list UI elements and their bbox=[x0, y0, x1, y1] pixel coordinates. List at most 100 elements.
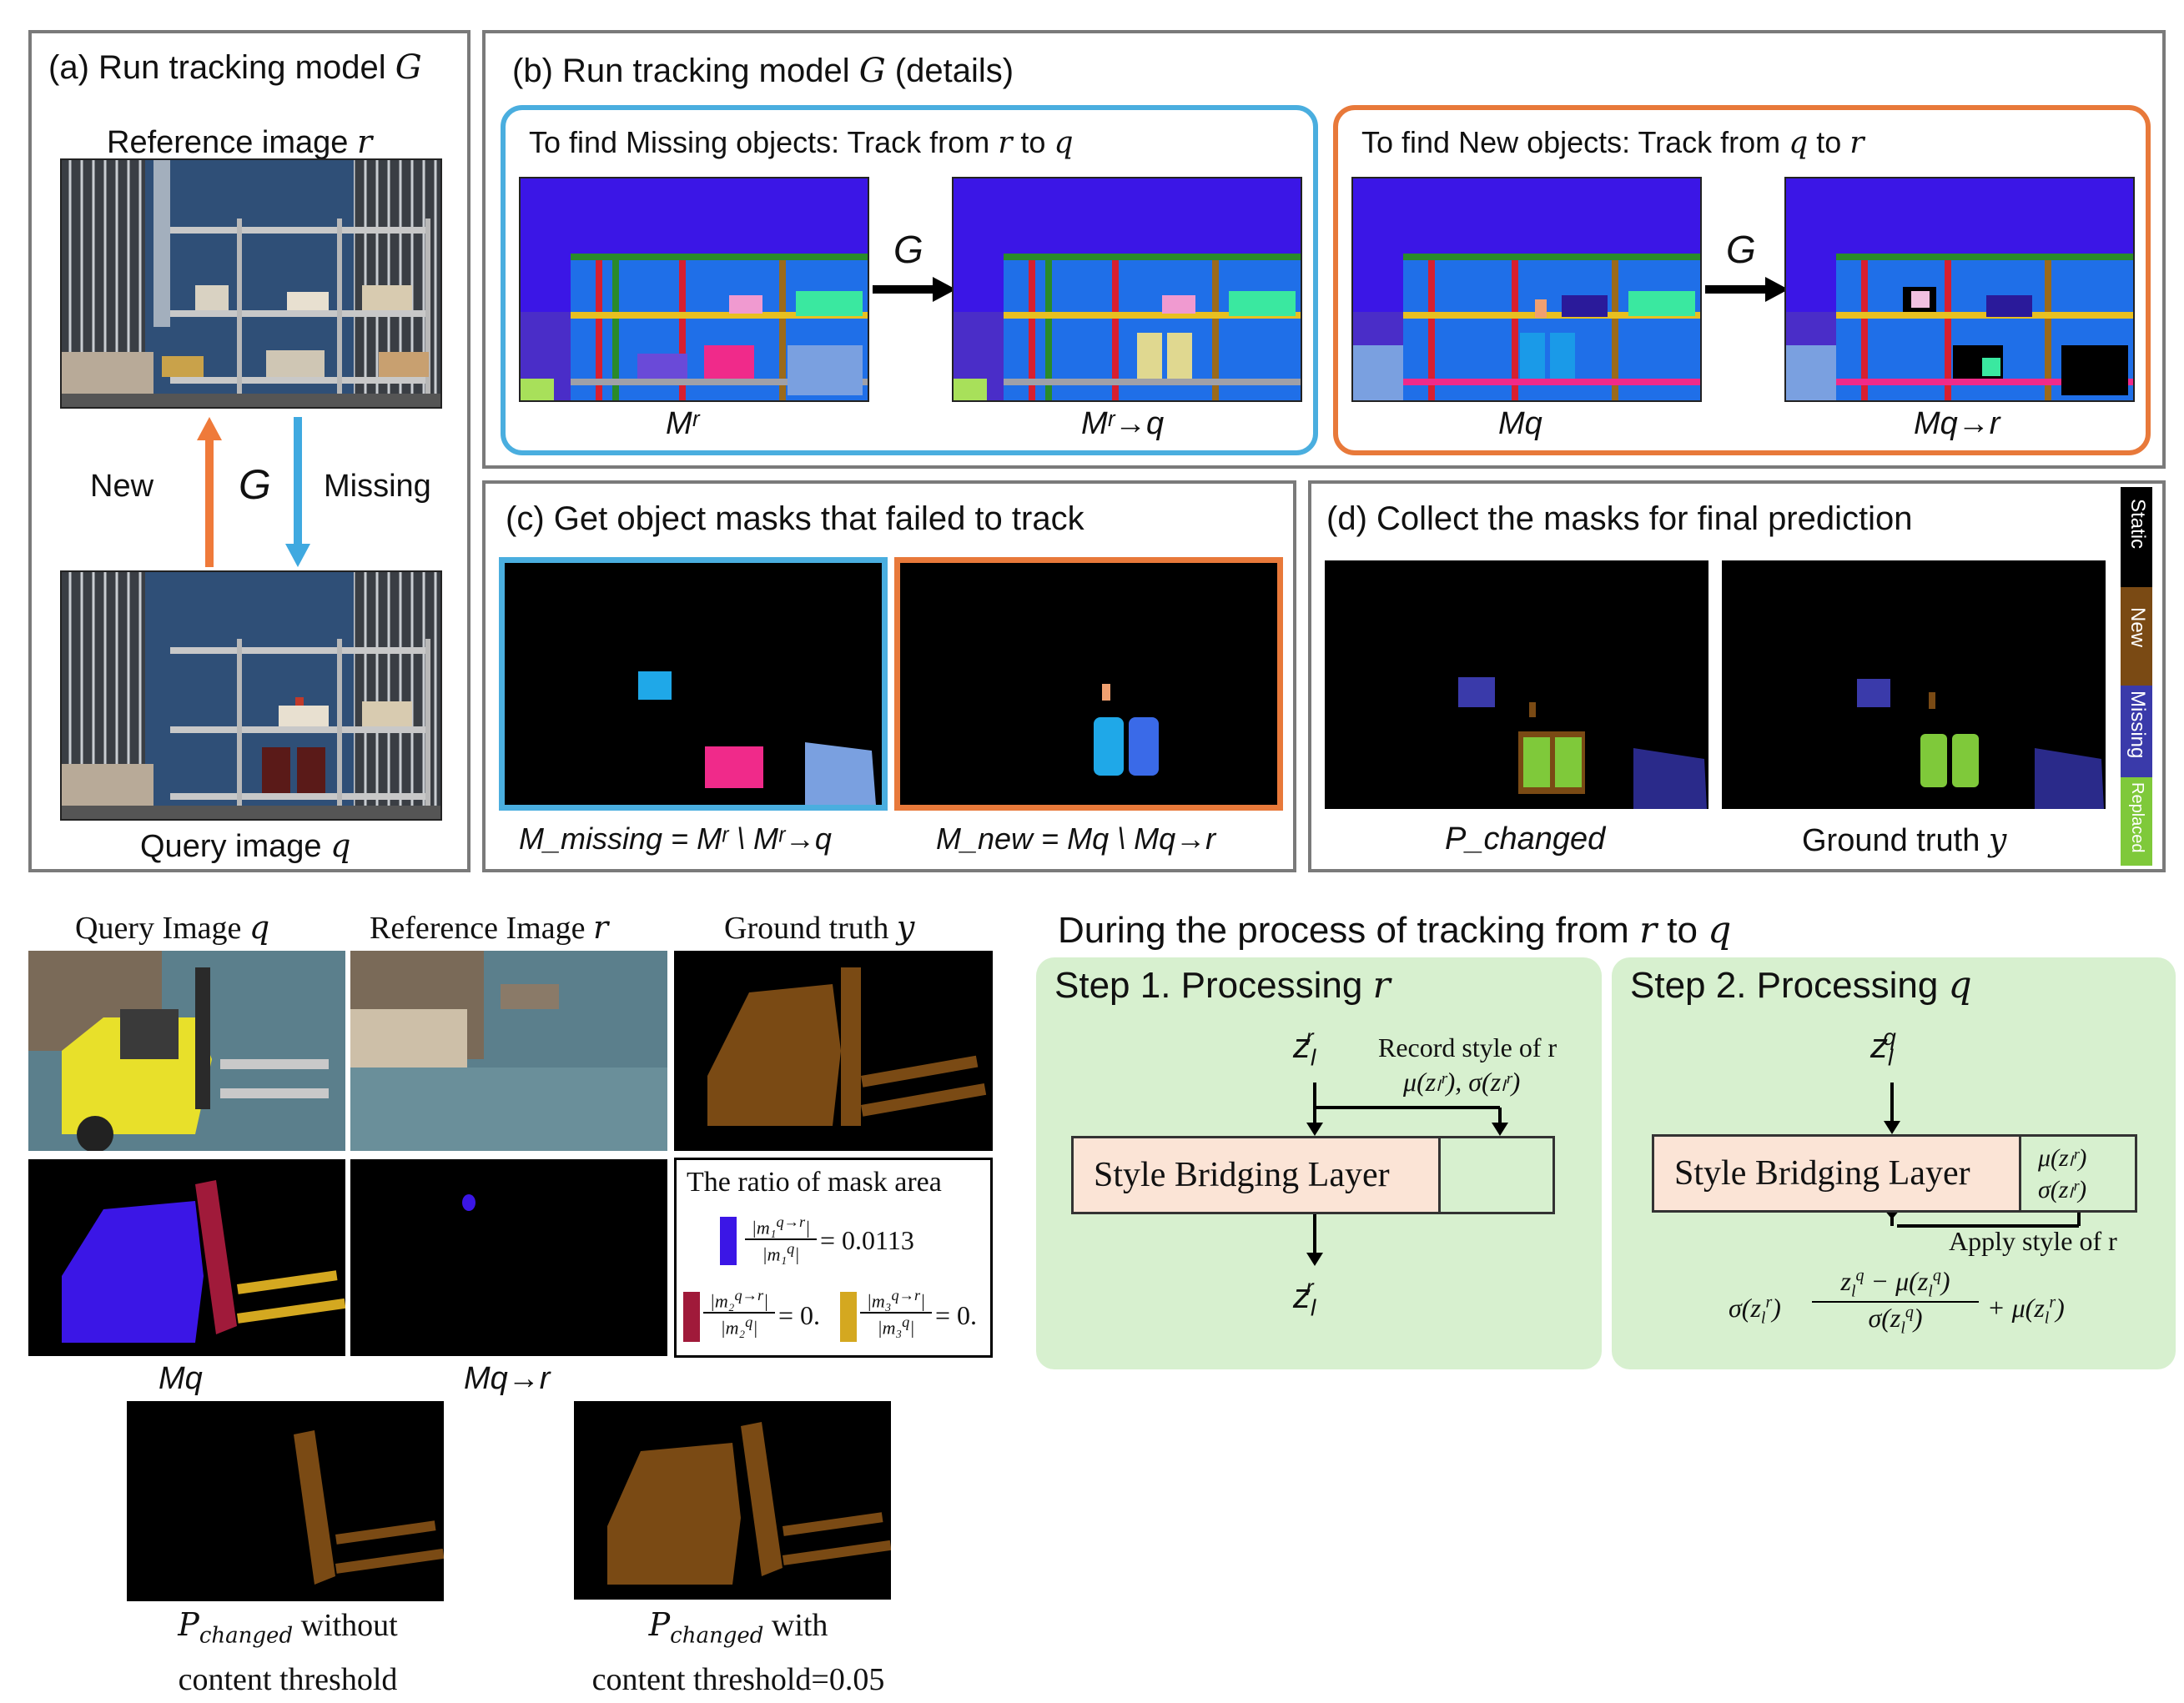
tracking-heading-text: During the process of tracking from bbox=[1058, 910, 1639, 951]
tracking-heading-r: r bbox=[1638, 909, 1657, 952]
missing-label: Missing bbox=[324, 469, 431, 504]
mask-mr bbox=[519, 177, 869, 402]
query-image-label: Query image q bbox=[140, 827, 350, 865]
new-track-box: To find New objects: Track from q to r G bbox=[1333, 105, 2151, 455]
tracking-heading: During the process of tracking from r to… bbox=[1058, 909, 1731, 952]
ratio-title: The ratio of mask area bbox=[687, 1167, 942, 1198]
ratio1-swatch bbox=[720, 1217, 737, 1265]
reference-image bbox=[60, 158, 442, 409]
step2-style-bridging-layer: Style Bridging Layer μ(zₗʳ) σ(zₗʳ) bbox=[1652, 1134, 2137, 1213]
eq-new: M_new = Mq \ Mq→r bbox=[936, 821, 1216, 856]
new-heading-r: r bbox=[1849, 126, 1864, 160]
prediction-with-threshold bbox=[574, 1401, 891, 1600]
forklift-ground-truth bbox=[674, 951, 993, 1151]
col-query-header: Query Image q bbox=[75, 909, 269, 947]
col-gt-text: Ground truth bbox=[724, 911, 897, 946]
legend-missing: Missing bbox=[2121, 686, 2152, 777]
panel-a-title-var: G bbox=[395, 48, 422, 87]
step1-arrows bbox=[1036, 957, 1602, 1369]
g2-label: G bbox=[1726, 228, 1756, 271]
caption-p-changed: P_changed bbox=[1445, 821, 1606, 857]
query-label-text: Query image bbox=[140, 829, 331, 864]
missing-track-box: To find Missing objects: Track from r to… bbox=[501, 105, 1318, 455]
missing-heading-to: to bbox=[1012, 125, 1054, 159]
panel-a-title: (a) Run tracking model G bbox=[48, 48, 422, 87]
pred-without-sym: P bbox=[178, 1606, 199, 1643]
col-gt-var: y bbox=[896, 909, 915, 946]
prediction-without-threshold bbox=[127, 1401, 444, 1601]
pred-with-sym: P bbox=[648, 1606, 671, 1643]
col-gt-header: Ground truth y bbox=[724, 909, 914, 947]
ratio1-value: = 0.0113 bbox=[820, 1225, 914, 1255]
g-label: G bbox=[239, 461, 271, 508]
ratio2-fraction: |m₂q→r| |m₂q| bbox=[703, 1287, 775, 1339]
ground-truth-mask bbox=[1722, 560, 2106, 809]
up-arrow-icon bbox=[197, 417, 222, 567]
col-reference-text: Reference Image bbox=[370, 911, 593, 946]
legend-new: New bbox=[2121, 587, 2152, 686]
panel-a: (a) Run tracking model G Reference image… bbox=[28, 30, 471, 872]
step2-title-text: Step 2. Processing bbox=[1630, 965, 1949, 1006]
caption-pred-with: Pchanged with content threshold=0.05 bbox=[591, 1606, 885, 1697]
ratio1-fraction: |m₁q→r| |m₁q| bbox=[745, 1213, 817, 1266]
step2-title-var: q bbox=[1948, 964, 1972, 1007]
caption-forklift-mqr: Mq→r bbox=[464, 1361, 551, 1396]
prediction-mask bbox=[1325, 560, 1708, 809]
gt-var: y bbox=[1988, 821, 2007, 858]
legend-static-label: Static bbox=[2126, 499, 2149, 550]
missing-heading-q: q bbox=[1054, 126, 1074, 160]
col-query-text: Query Image bbox=[75, 911, 249, 946]
caption-pred-without: Pchanged without content threshold bbox=[178, 1606, 398, 1697]
forklift-mask-mqr bbox=[350, 1159, 667, 1356]
panel-b-title: (b) Run tracking model G (details) bbox=[512, 52, 1014, 90]
step1-layer-label-box: Style Bridging Layer bbox=[1074, 1138, 1441, 1212]
new-heading-q: q bbox=[1789, 126, 1809, 160]
mask-mqr bbox=[1784, 177, 2135, 402]
step1-title: Step 1. Processing r bbox=[1054, 964, 1391, 1007]
pred-with-line1: with bbox=[771, 1608, 828, 1643]
caption-mq: Mq bbox=[1498, 406, 1542, 441]
caption-mrq: Mʳ→q bbox=[1081, 406, 1165, 441]
new-heading-to: to bbox=[1808, 125, 1850, 159]
new-track-heading: To find New objects: Track from q to r bbox=[1361, 125, 1864, 160]
step2-layer-label: Style Bridging Layer bbox=[1674, 1154, 1970, 1193]
step1-style-bridging-layer: Style Bridging Layer bbox=[1071, 1136, 1555, 1214]
legend-missing-label: Missing bbox=[2126, 691, 2149, 759]
step1-output-z: zlr bbox=[1293, 1274, 1316, 1321]
panel-a-title-text: (a) Run tracking model bbox=[48, 49, 395, 86]
record-style-label: Record style of r bbox=[1378, 1032, 1557, 1062]
query-label-var: q bbox=[330, 827, 351, 864]
caption-mr: Mʳ bbox=[666, 406, 699, 441]
panel-d-title: (d) Collect the masks for final predicti… bbox=[1326, 500, 1913, 537]
ratio2-swatch bbox=[683, 1292, 700, 1342]
missing-heading-r: r bbox=[998, 126, 1013, 160]
missing-heading-text: To find Missing objects: Track from bbox=[529, 125, 999, 159]
step1-input-z: zlr bbox=[1293, 1024, 1316, 1071]
mask-mq bbox=[1351, 177, 1702, 402]
down-arrow-icon bbox=[285, 417, 310, 567]
step2-layer-label-box: Style Bridging Layer bbox=[1654, 1137, 2021, 1210]
step2-panel: Step 2. Processing q zlq Style Bridging … bbox=[1612, 957, 2176, 1369]
tracking-heading-to: to bbox=[1657, 910, 1708, 951]
legend-replaced-label: Replaced bbox=[2128, 782, 2146, 853]
col-query-var: q bbox=[249, 909, 270, 946]
missing-track-heading: To find Missing objects: Track from r to… bbox=[529, 125, 1073, 160]
g1-label: G bbox=[893, 228, 923, 271]
ratio3-fraction: |m₃q→r| |m₃q| bbox=[860, 1287, 932, 1339]
step2-title: Step 2. Processing q bbox=[1630, 964, 1972, 1007]
step2-stat-mu: μ(zₗʳ) bbox=[2038, 1144, 2087, 1172]
ref-label-var: r bbox=[356, 123, 373, 160]
apply-style-label: Apply style of r bbox=[1949, 1226, 2117, 1256]
panel-c-title: (c) Get object masks that failed to trac… bbox=[506, 500, 1084, 537]
missing-mask-box bbox=[499, 557, 888, 811]
pred-with-line2: content threshold=0.05 bbox=[591, 1661, 885, 1697]
style-transfer-formula: σ(zlr) zlq − μ(zlq) σ(zlq) + μ(zlr) bbox=[1729, 1266, 2065, 1338]
new-heading-text: To find New objects: Track from bbox=[1361, 125, 1789, 159]
new-label: New bbox=[90, 469, 154, 504]
step1-title-var: r bbox=[1372, 964, 1391, 1007]
ratio-box: The ratio of mask area |m₁q→r| |m₁q| = 0… bbox=[674, 1158, 993, 1358]
step2-arrows bbox=[1612, 957, 2176, 1369]
forklift-reference-image bbox=[350, 951, 667, 1151]
ratio3-value: = 0. bbox=[935, 1300, 978, 1330]
caption-ground-truth: Ground truth y bbox=[1802, 821, 2006, 859]
